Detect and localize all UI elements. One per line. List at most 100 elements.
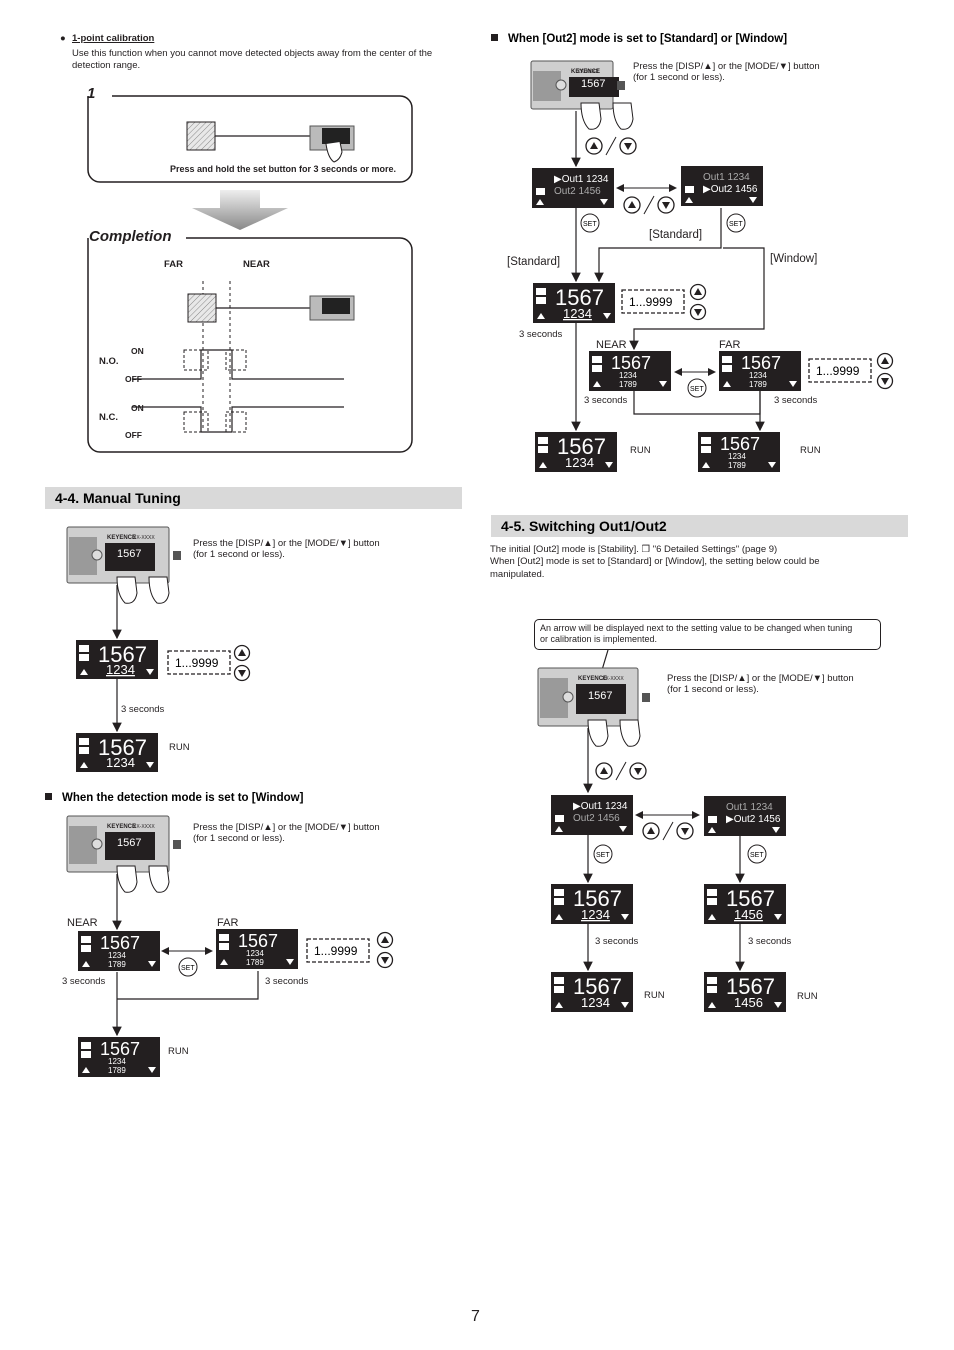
indicator-lamp xyxy=(555,79,567,91)
device-screen xyxy=(569,77,619,97)
run-2: RUN xyxy=(168,1046,189,1057)
range-text: 1...9999 xyxy=(816,364,860,378)
range-box xyxy=(306,938,370,963)
display-sub3-value: 1789 xyxy=(728,461,746,470)
off-label-nc: OFF xyxy=(125,430,142,440)
up-arrow-icon xyxy=(702,462,710,468)
press-text-2b: (for 1 second or less). xyxy=(193,833,285,844)
up-triangle-icon xyxy=(600,767,608,774)
near-label: NEAR xyxy=(243,259,270,270)
run-5: RUN xyxy=(644,990,665,1001)
display-sub-value: 1234 xyxy=(108,1057,126,1066)
display-main-value: 1567 xyxy=(611,353,651,373)
channel-2-indicator xyxy=(707,898,717,905)
channel-1-indicator xyxy=(79,738,89,745)
completion-diagram xyxy=(87,237,413,453)
secs-4: 3 seconds xyxy=(519,329,563,340)
up-arrow-icon xyxy=(708,1002,716,1008)
finger-icon xyxy=(116,576,138,604)
secs-5: 3 seconds xyxy=(584,395,628,406)
up-triangle-icon xyxy=(881,357,889,364)
brand-label: KEYENCE xyxy=(107,535,136,541)
step-note: Press and hold the set button for 3 seco… xyxy=(170,164,397,174)
display-panel xyxy=(551,972,633,1012)
out-display-panel xyxy=(551,795,633,835)
cal-desc-2: detection range. xyxy=(72,60,141,71)
secs-2: 3 seconds xyxy=(62,976,106,987)
secs-6: 3 seconds xyxy=(774,395,818,406)
out-display-panel xyxy=(532,168,614,208)
set-button-icon xyxy=(747,844,767,864)
channel-2-indicator xyxy=(81,1051,91,1058)
on-label-no: ON xyxy=(131,346,144,356)
down-triangle-icon xyxy=(624,143,632,150)
display-sub-value: 1234 xyxy=(619,371,637,380)
out1-text: ▶Out1 1234 xyxy=(554,174,609,185)
press-text-3: Press the [DISP/▲] or the [MODE/▼] butto… xyxy=(633,61,820,72)
channel-1-indicator xyxy=(81,936,91,943)
display-panel xyxy=(704,884,786,924)
display-sub-value: 1456 xyxy=(734,907,763,922)
indicator-lamp xyxy=(91,549,103,561)
up-arrow-icon xyxy=(555,914,563,920)
up-triangle-icon xyxy=(647,827,655,834)
range-text: 1...9999 xyxy=(175,656,219,670)
up-arrow-icon xyxy=(80,762,88,768)
down-arrow-icon xyxy=(774,914,782,920)
finger-icon xyxy=(148,865,170,893)
far-label-3: FAR xyxy=(719,339,741,351)
s-indicator xyxy=(555,815,564,822)
indicator-lamp xyxy=(91,838,103,850)
up-arrow-icon xyxy=(220,959,228,965)
slash xyxy=(605,136,617,156)
down-arrow-icon xyxy=(286,959,294,965)
display-main-value: 1567 xyxy=(557,434,606,459)
up-arrow-icon xyxy=(708,914,716,920)
range-text: 1...9999 xyxy=(314,944,358,958)
down-arrow-icon xyxy=(621,1002,629,1008)
channel-1-indicator xyxy=(554,889,564,896)
down-arrow-icon xyxy=(749,197,757,203)
display-sub3-value: 1789 xyxy=(619,380,637,389)
secs-1: 3 seconds xyxy=(121,704,165,715)
finger-icon xyxy=(116,865,138,893)
window-head: When the detection mode is set to [Windo… xyxy=(45,792,303,804)
display-panel xyxy=(76,640,158,679)
connector xyxy=(173,840,181,849)
out1-text: ▶Out1 1234 xyxy=(573,801,628,812)
channel-1-indicator xyxy=(592,356,602,363)
finger-icon xyxy=(148,576,170,604)
display-panel xyxy=(216,929,298,969)
set-label: SET xyxy=(596,852,610,859)
standard-label-1: [Standard] xyxy=(649,229,703,241)
channel-2-indicator xyxy=(81,945,91,952)
far-label-2: FAR xyxy=(217,917,239,929)
display-panel xyxy=(535,432,617,472)
up-arrow-icon xyxy=(82,961,90,967)
flow-line xyxy=(629,247,765,351)
down-arrow-icon xyxy=(789,381,797,387)
up-arrow-icon xyxy=(593,381,601,387)
down-triangle-icon xyxy=(381,957,389,964)
device-screen xyxy=(105,832,155,860)
down-arrow-icon xyxy=(605,462,613,468)
channel-2-indicator xyxy=(538,446,548,453)
down-triangle-icon xyxy=(681,828,689,835)
display-sub3-value: 1789 xyxy=(246,958,264,967)
down-arrow-icon xyxy=(619,826,627,832)
range-box xyxy=(621,289,685,314)
up-arrow-icon xyxy=(685,197,693,203)
slash xyxy=(662,821,674,841)
cal-title: 1-point calibration xyxy=(72,33,155,44)
down-triangle-icon xyxy=(662,202,670,209)
up-arrow-icon xyxy=(536,199,544,205)
display-sub-value: 1234 xyxy=(108,951,126,960)
bullet: ● xyxy=(60,33,66,44)
cal-desc-1: Use this function when you cannot move d… xyxy=(72,48,433,59)
down-arrow-icon xyxy=(774,1002,782,1008)
set-label: SET xyxy=(729,221,743,228)
out-display-panel xyxy=(704,796,786,836)
finger-icon xyxy=(587,719,609,747)
callout-line-1: An arrow will be displayed next to the s… xyxy=(540,623,853,633)
run-1: RUN xyxy=(169,742,190,753)
